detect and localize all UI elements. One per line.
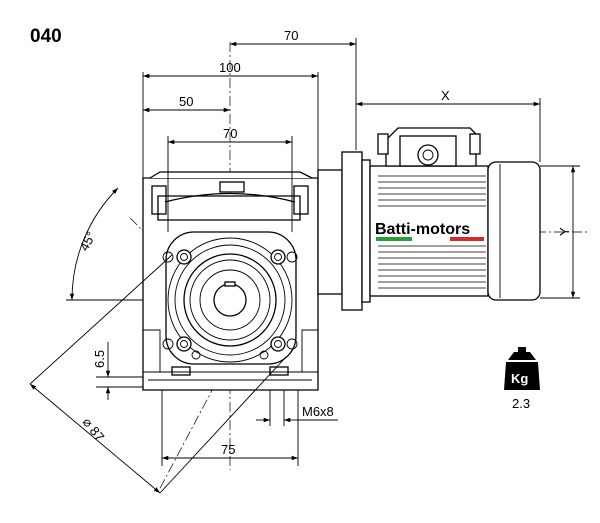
weight-unit: Kg <box>511 371 528 386</box>
dim-flange-width-label: 70 <box>223 126 237 141</box>
dim-motor-length-label: X <box>441 88 450 103</box>
weight-icon: Kg <box>504 347 540 390</box>
dim-base-width: 75 <box>161 390 299 466</box>
terminal-box <box>377 127 481 167</box>
dim-width-total: 100 <box>142 60 319 178</box>
dim-motor-length: X <box>356 88 541 162</box>
weight-value: 2.3 <box>512 396 530 411</box>
brand-green-stripe <box>376 237 412 241</box>
dim-half-width: 50 <box>143 94 230 113</box>
dim-flange-width: 70 <box>167 126 293 232</box>
dim-motor-height-label: Y <box>557 227 572 236</box>
dim-base-width-label: 75 <box>221 442 235 457</box>
dim-angle: 45° <box>66 187 143 301</box>
dim-thread: M6x8 <box>256 390 338 426</box>
model-label: 040 <box>30 26 62 47</box>
dim-motor-height: Y <box>540 165 580 299</box>
brand-red-stripe <box>450 237 484 241</box>
dim-motor-offset-label: 70 <box>284 28 298 43</box>
brand-plate: Batti-motors <box>374 216 486 244</box>
dim-motor-offset: 70 <box>230 28 357 150</box>
dim-height-step: 6.5 <box>92 342 143 400</box>
dim-thread-label: M6x8 <box>302 404 334 419</box>
output-flange <box>162 231 298 365</box>
dim-width-total-label: 100 <box>219 60 241 75</box>
brand-label: Batti-motors <box>375 221 470 238</box>
motor-flange <box>317 151 371 311</box>
dim-half-width-label: 50 <box>179 94 193 109</box>
dim-height-step-label: 6.5 <box>92 350 107 368</box>
